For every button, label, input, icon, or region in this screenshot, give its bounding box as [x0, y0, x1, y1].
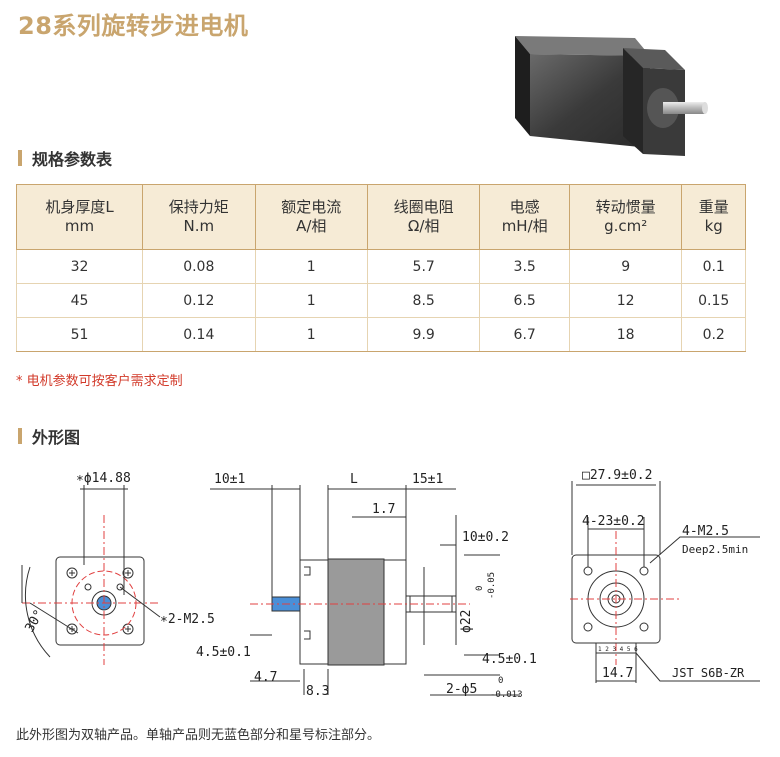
table-cell: 3.5 — [479, 249, 570, 284]
dim-rear-pcd: ∗ϕ14.88 — [76, 471, 131, 486]
table-cell: 6.7 — [479, 317, 570, 352]
table-cell: 32 — [15, 249, 144, 284]
outline-section-label: 外形图 — [32, 428, 81, 447]
dim-rear-thread: ∗2-M2.5 — [160, 612, 215, 627]
table-cell: 1 — [254, 249, 368, 284]
table-row: 32 0.08 1 5.7 3.5 9 0.1 — [15, 249, 746, 284]
table-cell: 18 — [568, 317, 683, 352]
dim-rear-flat: 4.5±0.1 — [482, 652, 537, 667]
table-cell: 0.08 — [142, 249, 256, 284]
dim-front-thread: 4-M2.5 — [682, 524, 729, 539]
table-cell: 8.5 — [366, 283, 481, 318]
mount-hole — [639, 622, 649, 632]
table-cell: 1 — [254, 283, 368, 318]
table-cell: 0.15 — [681, 283, 746, 318]
table-cell: 6.5 — [479, 283, 570, 318]
mount-hole — [66, 567, 78, 579]
table-cell: 0.2 — [681, 317, 746, 352]
mount-hole — [639, 566, 649, 576]
mount-hole — [583, 566, 593, 576]
table-cell: 0.12 — [142, 283, 256, 318]
rear-cap — [383, 559, 407, 665]
mount-hole — [583, 622, 593, 632]
table-cell: 9 — [568, 249, 683, 284]
table-cell: 5.7 — [366, 249, 481, 284]
dim-front-flat: 4.5±0.1 — [196, 645, 251, 660]
dim-square: □27.9±0.2 — [582, 468, 652, 483]
table-cell: 1 — [254, 317, 368, 352]
dim-shaft-tol-upper: 0 — [498, 676, 503, 686]
customization-note: * 电机参数可按客户需求定制 — [16, 374, 183, 389]
table-cell: 12 — [568, 283, 683, 318]
mount-hole — [66, 623, 78, 635]
dim-pilot-dia: ϕ22 — [459, 610, 474, 633]
section-marker — [18, 150, 22, 166]
page-title: 28系列旋转步进电机 — [18, 12, 249, 40]
table-row: 51 0.14 1 9.9 6.7 18 0.2 — [15, 317, 746, 352]
dim-pilot-tol-upper: 0 — [475, 586, 485, 591]
table-row: 45 0.12 1 8.5 6.5 12 0.15 — [15, 283, 746, 318]
dim-flange-thickness: 8.3 — [306, 684, 329, 699]
connector-pin-numbers: 1 2 3 4 5 6 — [598, 646, 638, 653]
dim-shaft-offset: 4.7 — [254, 670, 277, 685]
dim-rear-length: 15±1 — [412, 472, 443, 487]
table-cell: 0.1 — [681, 249, 746, 284]
connector-label: JST S6B-ZR — [672, 666, 745, 680]
table-cell: 0.14 — [142, 317, 256, 352]
connector — [595, 642, 637, 654]
dim-shaft-tol-lower: -0.013 — [490, 690, 523, 700]
dim-thread-depth: Deep2.5min — [682, 543, 748, 556]
dim-hole-spacing: 4-23±0.2 — [582, 514, 645, 529]
dim-rear-shaft: 10±0.2 — [462, 530, 509, 545]
mount-hole — [122, 567, 134, 579]
motor-photo — [515, 36, 708, 156]
dim-flange-step: 1.7 — [372, 502, 395, 517]
front-flange — [299, 559, 329, 665]
dim-connector-width: 14.7 — [602, 666, 633, 681]
spec-section-heading: 规格参数表 — [18, 146, 112, 170]
spec-section-label: 规格参数表 — [32, 150, 113, 169]
table-cell: 9.9 — [366, 317, 481, 352]
footer-note: 此外形图为双轴产品。单轴产品则无蓝色部分和星号标注部分。 — [16, 728, 381, 743]
table-cell: 45 — [15, 283, 144, 318]
dim-shaft-dia: 2-ϕ5 — [446, 682, 477, 697]
dim-pilot-tol-lower: -0.05 — [487, 572, 497, 599]
motor-body — [327, 558, 385, 666]
dim-body-length: L — [350, 472, 358, 487]
outline-drawing: ∗ϕ14.88 ∗2-M2.5 30° 10±1 L 15±1 1.7 10±0… — [21, 468, 760, 700]
section-marker — [18, 428, 22, 444]
dim-shaft-length: 10±1 — [214, 472, 245, 487]
outline-section-heading: 外形图 — [18, 424, 80, 448]
table-cell: 51 — [15, 317, 144, 352]
